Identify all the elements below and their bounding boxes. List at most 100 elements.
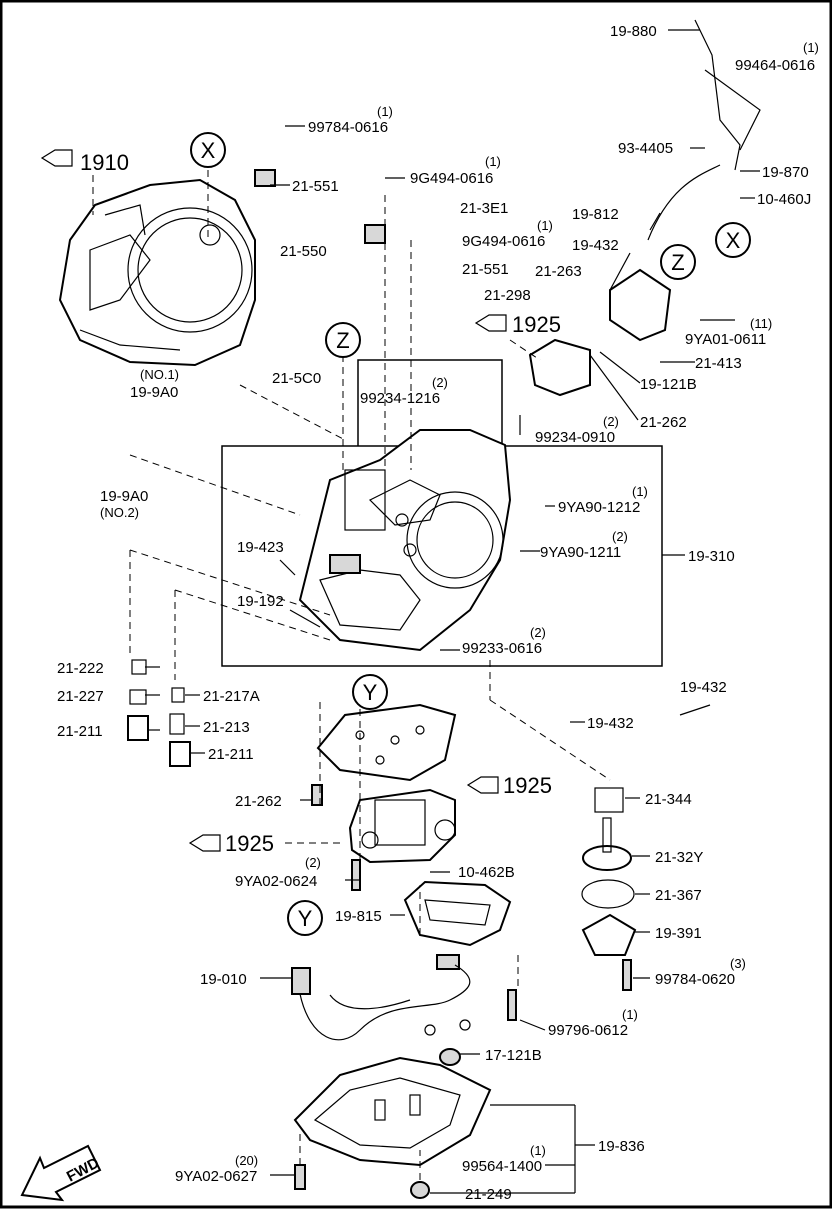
circle-x-1: X (190, 132, 226, 168)
oil-strainer (403, 880, 512, 947)
label-9g494-0616-a: 9G494-0616 (410, 170, 493, 187)
label-19-423: 19-423 (237, 539, 284, 556)
label-17-121b: 17-121B (485, 1047, 542, 1064)
label-9g494-0616-b: 9G494-0616 (462, 233, 545, 250)
qty-9g494-0616-a: (1) (485, 154, 501, 169)
label-19-192: 19-192 (237, 593, 284, 610)
label-21-551-b: 21-551 (462, 261, 509, 278)
label-19-880: 19-880 (610, 23, 657, 40)
leader-lines (145, 29, 760, 1194)
label-99234-1216: 99234-1216 (360, 390, 440, 407)
control-valve-body (348, 788, 456, 864)
label-99784-0616: 99784-0616 (308, 119, 388, 136)
label-21-344: 21-344 (645, 791, 692, 808)
label-19-836: 19-836 (598, 1138, 645, 1155)
wiring-harness (291, 954, 471, 1041)
label-99464-0616: 99464-0616 (735, 57, 815, 74)
ref-arrow-1925c (188, 834, 345, 852)
label-21-3e1: 21-3E1 (460, 200, 508, 217)
label-21-550: 21-550 (280, 243, 327, 260)
separator-plate (316, 703, 457, 782)
label-99796-0612: 99796-0612 (548, 1022, 628, 1039)
qty-9ya01-0611: (11) (750, 316, 772, 331)
label-99233-0616: 99233-0616 (462, 640, 542, 657)
label-21-263: 21-263 (535, 263, 582, 280)
qty-9ya90-1211: (2) (612, 529, 628, 544)
label-19-121b: 19-121B (640, 376, 697, 393)
qty-99784-0616: (1) (377, 104, 393, 119)
qty-9ya90-1212: (1) (632, 484, 648, 499)
label-no1: (NO.1) (140, 367, 179, 382)
label-19-870: 19-870 (762, 164, 809, 181)
oil-pan (293, 1056, 492, 1167)
label-9ya90-1212: 9YA90-1212 (558, 499, 640, 516)
ref-arrow-1910 (40, 149, 73, 167)
qty-99564-1400: (1) (530, 1143, 546, 1158)
label-21-5c0: 21-5C0 (272, 370, 321, 387)
label-21-551-a: 21-551 (292, 178, 339, 195)
label-99564-1400: 99564-1400 (462, 1158, 542, 1175)
svg-text:Z: Z (336, 328, 349, 353)
label-21-211-a: 21-211 (57, 723, 103, 740)
label-10-462b: 10-462B (458, 864, 515, 881)
qty-99464-0616: (1) (803, 40, 819, 55)
label-19-432-c: 19-432 (587, 715, 634, 732)
qty-9ya02-0624: (2) (305, 855, 321, 870)
part-labels: 19-880 (1) 99464-0616 (1) 99784-0616 93-… (57, 23, 819, 1203)
svg-text:Z: Z (671, 250, 684, 275)
label-19-815: 19-815 (335, 908, 382, 925)
qty-99784-0620: (3) (730, 956, 746, 971)
label-19-310: 19-310 (688, 548, 735, 565)
circle-x-2: X (715, 222, 751, 258)
ref-1925-b: 1925 (503, 773, 552, 798)
label-19-812: 19-812 (572, 206, 619, 223)
label-9ya01-0611: 9YA01-0611 (685, 331, 766, 348)
qty-99234-0910: (2) (603, 414, 619, 429)
label-19-9a0-a: 19-9A0 (130, 384, 178, 401)
ref-1925-c: 1925 (225, 831, 274, 856)
label-19-9a0-b: 19-9A0 (100, 488, 148, 505)
label-21-213: 21-213 (203, 719, 250, 736)
label-21-367: 21-367 (655, 887, 702, 904)
label-21-211-b: 21-211 (208, 746, 254, 763)
assembly-lines (92, 170, 611, 1180)
label-9ya02-0624: 9YA02-0624 (235, 873, 317, 890)
circle-y-1: Y (352, 674, 388, 710)
label-19-010: 19-010 (200, 971, 247, 988)
label-19-432-b: 19-432 (680, 679, 727, 696)
converter-housing (58, 178, 256, 367)
ref-arrow-1925a (474, 314, 541, 361)
label-10-460j: 10-460J (757, 191, 811, 208)
label-21-413: 21-413 (695, 355, 742, 372)
ref-1910: 1910 (80, 150, 129, 175)
label-21-217a: 21-217A (203, 688, 260, 705)
label-99784-0620: 99784-0620 (655, 971, 735, 988)
label-9ya90-1211: 9YA90-1211 (540, 544, 621, 561)
label-21-298: 21-298 (484, 287, 531, 304)
label-19-391: 19-391 (655, 925, 702, 942)
circle-z-2: Z (325, 322, 361, 358)
svg-text:Y: Y (363, 680, 378, 705)
fwd-arrow: FWD (20, 1144, 102, 1202)
svg-text:X: X (726, 228, 741, 253)
qty-99234-1216: (2) (432, 375, 448, 390)
circle-z-1: Z (660, 244, 696, 280)
label-no2: (NO.2) (100, 505, 139, 520)
circle-y-2: Y (287, 900, 323, 936)
svg-text:X: X (201, 138, 216, 163)
label-9ya02-0627: 9YA02-0627 (175, 1168, 257, 1185)
label-21-262-b: 21-262 (235, 793, 282, 810)
small-parts (127, 19, 761, 1199)
transaxle-case (221, 359, 663, 667)
label-19-432-a: 19-432 (572, 237, 619, 254)
label-21-249: 21-249 (465, 1186, 512, 1203)
qty-99796-0612: (1) (622, 1007, 638, 1022)
label-99234-0910: 99234-0910 (535, 429, 615, 446)
qty-9g494-0616-b: (1) (537, 218, 553, 233)
label-21-222: 21-222 (57, 660, 104, 677)
label-93-4405: 93-4405 (618, 140, 673, 157)
ref-1925-a: 1925 (512, 312, 561, 337)
label-21-32y: 21-32Y (655, 849, 703, 866)
